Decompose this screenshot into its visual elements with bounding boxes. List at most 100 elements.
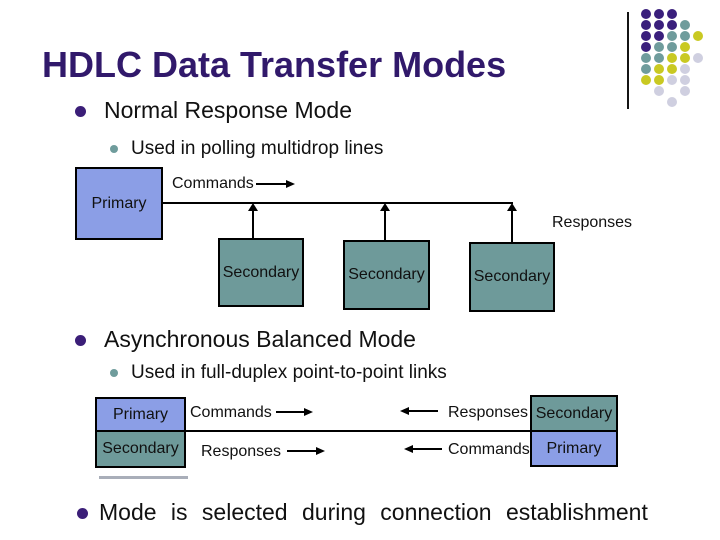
arrow-head: [316, 446, 325, 455]
commands-label: Commands: [448, 441, 530, 458]
decoration-dot: [679, 41, 690, 52]
arrow-up-icon: [248, 203, 258, 238]
primary-station-label: Primary: [112, 405, 169, 423]
decoration-dot: [653, 52, 664, 63]
primary-station-label: Primary: [91, 194, 147, 212]
decoration-dot: [666, 96, 677, 107]
responses-label: Responses: [552, 214, 633, 231]
decoration-dot: [679, 63, 690, 74]
arrow-up-icon: [507, 203, 517, 242]
primary-station-box: Primary: [75, 167, 163, 240]
decoration-dot-empty: [654, 97, 664, 107]
arrow-head: [400, 406, 409, 415]
decoration-dot: [679, 52, 690, 63]
commands-label: Commands: [190, 404, 272, 421]
arrow-shaft: [384, 211, 386, 240]
primary-station-label: Primary: [546, 439, 602, 457]
arrow-right-icon: [256, 179, 295, 188]
sub-bullet-icon: [110, 369, 118, 377]
bullet-subitem-abm: Used in full-duplex point-to-point links: [110, 362, 447, 384]
decoration-dot: [653, 63, 664, 74]
secondary-station-box: Secondary: [469, 242, 555, 312]
responses-label: Responses: [201, 443, 282, 460]
arrow-head: [507, 203, 517, 211]
sub-bullet-text: Used in full-duplex point-to-point links: [131, 362, 447, 383]
decoration-dot: [640, 19, 651, 30]
decoration-dot-empty: [667, 86, 677, 96]
secondary-station-label: Secondary: [348, 266, 425, 283]
decoration-dot: [666, 74, 677, 85]
bullet-item-abm: Asynchronous Balanced Mode: [75, 326, 416, 353]
decoration-dot: [692, 30, 703, 41]
combined-station-right-primary-box: Primary: [530, 430, 618, 467]
decoration-dot-empty: [693, 64, 703, 74]
decoration-dot-empty: [693, 97, 703, 107]
combined-station-left-secondary-box: Secondary: [95, 430, 186, 468]
decoration-dot: [666, 19, 677, 30]
bullet-item-mode-select: Mode is selected during connection estab…: [77, 499, 648, 526]
bullet-text: Mode is selected during connection estab…: [99, 499, 648, 525]
decoration-dot: [666, 41, 677, 52]
decoration-dot: [640, 52, 651, 63]
decoration-dot: [640, 63, 651, 74]
arrow-shaft: [252, 211, 254, 238]
decoration-dot: [640, 74, 651, 85]
decoration-dot: [679, 74, 690, 85]
secondary-station-box: Secondary: [343, 240, 430, 310]
bullet-text: Normal Response Mode: [104, 97, 353, 123]
decoration-dot-empty: [693, 75, 703, 85]
bullet-icon: [77, 508, 88, 519]
bullet-subitem-nrm: Used in polling multidrop lines: [110, 138, 383, 160]
arrow-head: [286, 179, 295, 188]
decoration-dot: [640, 8, 651, 19]
arrow-head: [304, 407, 313, 416]
decoration-dot-empty: [693, 42, 703, 52]
decoration-dot: [692, 52, 703, 63]
decoration-dot: [666, 63, 677, 74]
arrow-head: [404, 444, 413, 453]
bullet-text: Asynchronous Balanced Mode: [104, 326, 416, 352]
arrow-left-icon: [400, 406, 438, 415]
decoration-dot: [640, 41, 651, 52]
decoration-dot: [666, 30, 677, 41]
decoration-dot: [640, 30, 651, 41]
combined-station-left-primary-box: Primary: [95, 397, 186, 432]
responses-label: Responses: [448, 404, 529, 421]
arrow-head: [248, 203, 258, 211]
arrow-shaft: [287, 449, 316, 452]
decoration-dot: [653, 19, 664, 30]
decoration-dot: [653, 8, 664, 19]
arrow-left-icon: [404, 444, 442, 453]
sub-bullet-text: Used in polling multidrop lines: [131, 138, 384, 159]
decoration-dot-empty: [693, 86, 703, 96]
bullet-item-nrm: Normal Response Mode: [75, 97, 352, 124]
decoration-dot: [679, 85, 690, 96]
decoration-dots-grid: [639, 8, 704, 107]
secondary-station-label: Secondary: [535, 404, 613, 422]
secondary-station-label: Secondary: [222, 263, 300, 281]
combined-station-right-secondary-box: Secondary: [530, 395, 618, 432]
decoration-dot-empty: [693, 9, 703, 19]
arrow-shaft: [276, 410, 304, 413]
secondary-station-label: Secondary: [473, 268, 551, 285]
slide-title: HDLC Data Transfer Modes: [42, 44, 507, 85]
point-to-point-link-line: [184, 430, 532, 432]
decoration-dot: [666, 8, 677, 19]
secondary-station-label: Secondary: [102, 440, 179, 457]
decoration-dot: [653, 85, 664, 96]
arrow-shaft: [409, 409, 438, 412]
arrow-shaft: [511, 211, 513, 242]
multidrop-bus-line: [161, 202, 513, 204]
bullet-icon: [75, 335, 86, 346]
commands-label: Commands: [172, 175, 254, 192]
box-shadow-line: [99, 476, 188, 479]
decoration-dot: [666, 52, 677, 63]
arrow-right-icon: [287, 446, 325, 455]
decoration-dot: [679, 19, 690, 30]
decoration-dot: [653, 41, 664, 52]
decoration-dot: [653, 30, 664, 41]
decoration-dot: [653, 74, 664, 85]
arrow-head: [380, 203, 390, 211]
decoration-dot-empty: [680, 97, 690, 107]
